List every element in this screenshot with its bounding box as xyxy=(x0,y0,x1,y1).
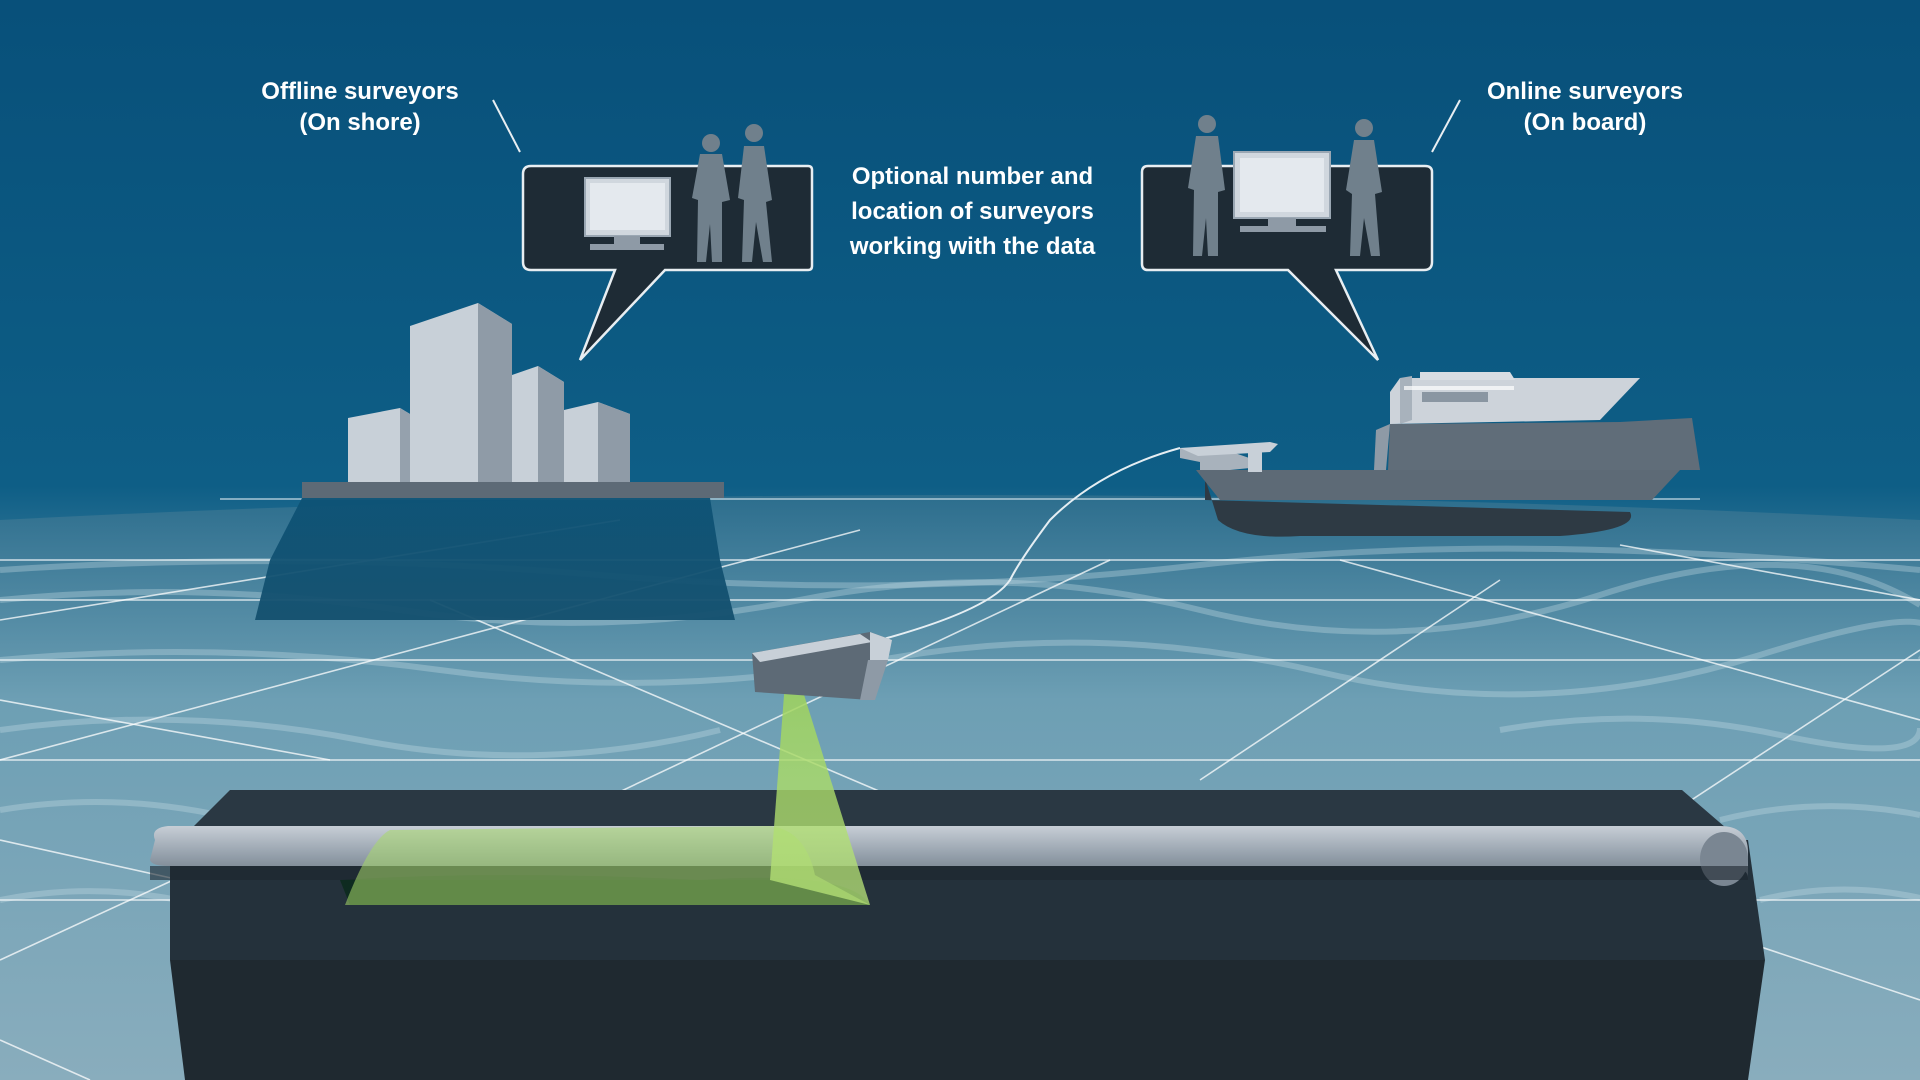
scan-coverage xyxy=(345,826,870,905)
shore-buildings xyxy=(348,303,630,482)
caption-line-2: location of surveyors xyxy=(851,197,1094,225)
offline-surveyors-title: Offline surveyors xyxy=(261,78,459,105)
online-surveyors-location: (On board) xyxy=(1523,109,1647,137)
tow-cable xyxy=(879,447,1181,641)
pipeline-trench xyxy=(170,790,1765,1080)
offline-surveyors-location: (On shore) xyxy=(299,109,421,137)
online-surveyors-label: Online surveyors (On board) xyxy=(1445,76,1725,138)
offline-surveyor-bubble xyxy=(521,124,814,361)
rov-towfish xyxy=(752,632,892,700)
caption-line-3: working with the data xyxy=(849,232,1096,260)
online-surveyors-title: Online surveyors xyxy=(1486,78,1684,105)
surveyor-silhouette-icon xyxy=(692,124,772,262)
island-deck xyxy=(302,482,724,498)
surveyor-silhouette-icon xyxy=(1188,115,1382,256)
survey-vessel xyxy=(1180,372,1700,537)
optional-surveyors-caption: Optional number and location of surveyor… xyxy=(800,160,1145,264)
island-base xyxy=(255,498,735,620)
sonar-beam xyxy=(770,682,870,905)
monitor-icon xyxy=(1233,151,1331,232)
caption-line-1: Optional number and xyxy=(851,163,1094,190)
online-surveyor-bubble xyxy=(1140,115,1434,361)
offline-surveyors-label: Offline surveyors (On shore) xyxy=(220,76,500,138)
offline-label-pointer xyxy=(492,99,521,153)
monitor-icon xyxy=(584,177,671,250)
online-label-pointer xyxy=(1431,99,1461,153)
